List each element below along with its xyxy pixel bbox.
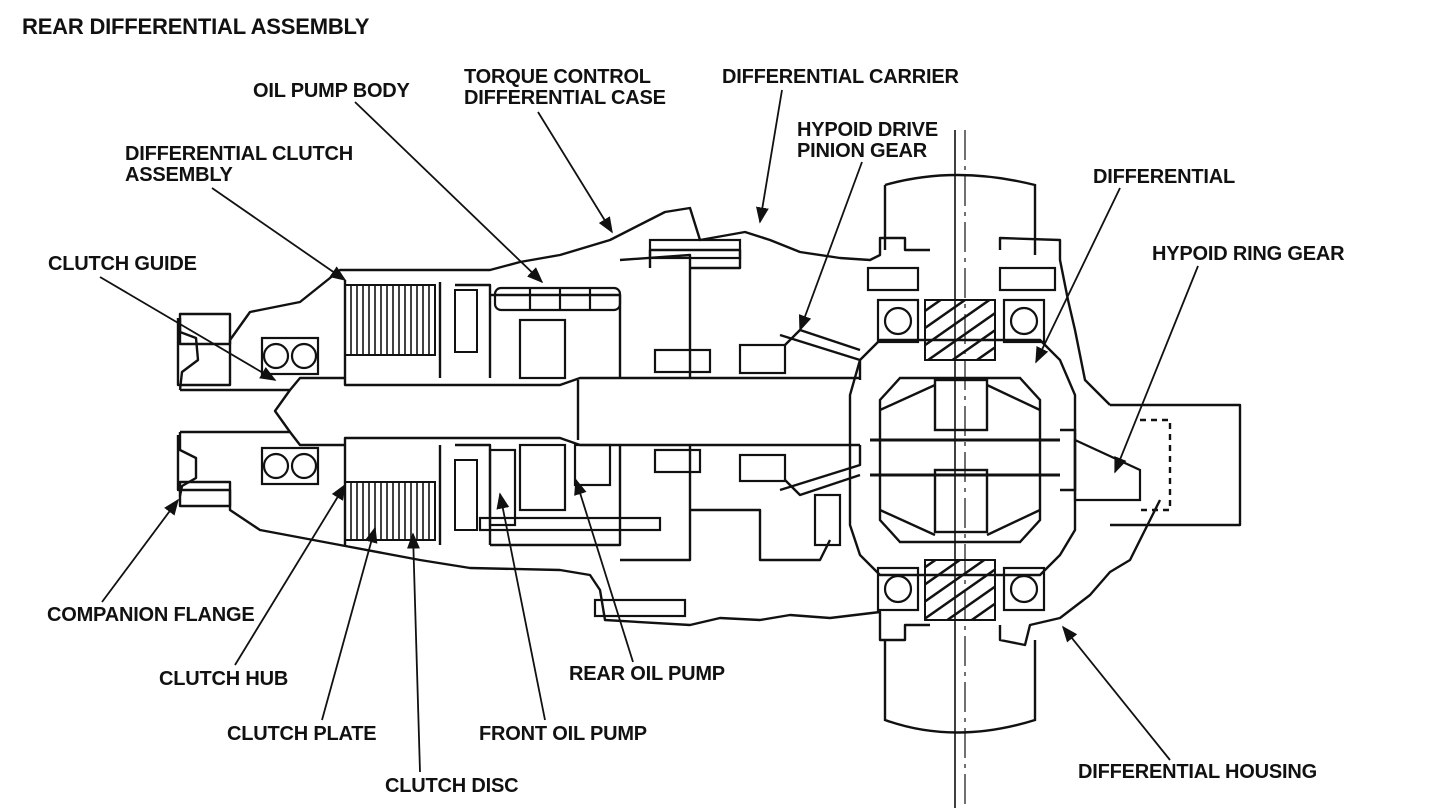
oil-pumps xyxy=(478,238,842,618)
diagram-title: REAR DIFFERENTIAL ASSEMBLY xyxy=(22,14,370,39)
label-clutch-assembly-line2: ASSEMBLY xyxy=(125,164,233,186)
bearings xyxy=(260,266,1057,612)
leader-lines xyxy=(99,89,1199,773)
label-clutch-hub: CLUTCH HUB xyxy=(159,668,289,690)
housing-outline xyxy=(176,206,1242,647)
label-clutch-disc: CLUTCH DISC xyxy=(385,775,519,797)
label-oil-pump-body: OIL PUMP BODY xyxy=(253,80,410,102)
ring-gear xyxy=(924,299,1142,621)
clutch-pack xyxy=(344,284,478,541)
label-hypoid-drive-line2: PINION GEAR xyxy=(797,140,928,162)
label-clutch-assembly-line1: DIFFERENTIAL CLUTCH xyxy=(125,143,354,165)
label-torque-control-line2: DIFFERENTIAL CASE xyxy=(464,87,666,109)
differential-case xyxy=(848,338,1077,577)
label-differential-carrier: DIFFERENTIAL CARRIER xyxy=(722,66,959,88)
label-differential: DIFFERENTIAL xyxy=(1093,166,1236,188)
label-front-oil-pump: FRONT OIL PUMP xyxy=(479,723,647,745)
label-clutch-guide: CLUTCH GUIDE xyxy=(48,253,197,275)
label-companion-flange: COMPANION FLANGE xyxy=(47,604,255,626)
label-differential-housing: DIFFERENTIAL HOUSING xyxy=(1078,761,1317,783)
label-hypoid-drive-line1: HYPOID DRIVE xyxy=(797,119,938,141)
label-hypoid-ring-gear: HYPOID RING GEAR xyxy=(1152,243,1345,265)
label-rear-oil-pump: REAR OIL PUMP xyxy=(569,663,725,685)
label-clutch-plate: CLUTCH PLATE xyxy=(227,723,377,745)
label-torque-control-line1: TORQUE CONTROL xyxy=(464,66,651,88)
